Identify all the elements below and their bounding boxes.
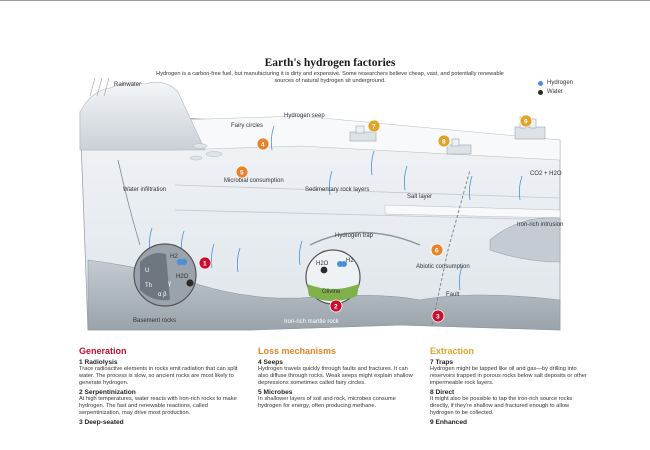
basement-rocks-label: Basement rocks bbox=[133, 318, 176, 324]
drilling-facility-7 bbox=[349, 125, 377, 142]
hydrogen-trap-dome bbox=[309, 231, 421, 246]
badge-3: 3 bbox=[431, 309, 445, 323]
svg-text:6: 6 bbox=[435, 248, 439, 255]
badge-2: 2 bbox=[329, 299, 343, 313]
svg-text:8: 8 bbox=[442, 139, 446, 146]
fairy-circle bbox=[192, 143, 208, 149]
h2-label-1: H2 bbox=[170, 254, 178, 260]
badge-1: 1 bbox=[198, 256, 212, 270]
abiotic-consumption-label: Abiotic consumption bbox=[416, 264, 470, 270]
h2-label-2: H2 bbox=[346, 258, 354, 264]
extraction-section: Extraction 7 Traps Hydrogen might be tap… bbox=[430, 346, 590, 426]
rain-streaks bbox=[89, 77, 110, 97]
enhanced-title: 9 Enhanced bbox=[430, 419, 468, 426]
seeps-title: 4 Seeps bbox=[258, 359, 283, 366]
seeps-text: Hydrogen travels quickly through faults … bbox=[258, 366, 413, 386]
fault-label: Fault bbox=[446, 292, 460, 298]
drilling-facility-8 bbox=[446, 138, 472, 155]
diagram-header: Earth's hydrogen factories Hydrogen is a… bbox=[150, 57, 510, 85]
legend-item-hydrogen: Hydrogen bbox=[538, 80, 573, 86]
co2-h2o-label: CO2 + H2O bbox=[530, 171, 562, 177]
hydrogen-seep-label: Hydrogen seep bbox=[284, 113, 325, 119]
layer-line bbox=[174, 184, 561, 199]
radiolysis-zoom bbox=[133, 243, 197, 307]
badge-7: 7 bbox=[367, 119, 381, 133]
diagram-subtitle: Hydrogen is a carbon-free fuel, but manu… bbox=[156, 71, 504, 84]
gamma-label: γ bbox=[168, 281, 171, 287]
fairy-circles-label: Fairy circles bbox=[231, 123, 263, 129]
salt-layer-label: Salt layer bbox=[407, 194, 432, 200]
badge-5: 5 bbox=[235, 165, 249, 179]
iron-rich-intrusion bbox=[489, 217, 561, 263]
traps-text: Hydrogen might be tapped like oil and ga… bbox=[430, 366, 587, 386]
serpentinization-text: At high temperatures, water reacts with … bbox=[79, 396, 237, 416]
fault-line bbox=[431, 169, 471, 326]
legend: Hydrogen Water bbox=[538, 80, 573, 98]
svg-text:7: 7 bbox=[372, 124, 376, 131]
badge-9: 9 bbox=[519, 114, 533, 128]
svg-text:3: 3 bbox=[436, 314, 440, 321]
fairy-circle bbox=[189, 155, 203, 161]
svg-text:9: 9 bbox=[524, 119, 528, 126]
water-infiltration-label: Water infiltration bbox=[123, 187, 166, 193]
water-infiltration-arrow bbox=[117, 159, 141, 246]
radiolysis-title: 1 Radiolysis bbox=[79, 359, 118, 366]
legend-label-hydrogen: Hydrogen bbox=[547, 80, 574, 86]
direct-title: 8 Direct bbox=[430, 389, 455, 396]
top-divider bbox=[0, 0, 650, 1]
olivine-label: Olivine bbox=[322, 289, 341, 295]
loss-heading: Loss mechanisms bbox=[258, 346, 337, 356]
serpentinization-title: 2 Serpentinization bbox=[79, 389, 136, 396]
deep-seated-title: 3 Deep-seated bbox=[79, 419, 124, 426]
hydrogen-dot-icon bbox=[538, 80, 543, 86]
alpha-beta-label: α β bbox=[158, 292, 167, 298]
badge-4: 4 bbox=[256, 137, 270, 151]
badge-6: 6 bbox=[430, 243, 444, 257]
legend-label-water: Water bbox=[547, 89, 563, 95]
extraction-heading: Extraction bbox=[430, 346, 475, 356]
fairy-circle bbox=[205, 151, 223, 157]
mantle-rock-label: Iron-rich mantle rock bbox=[284, 319, 340, 325]
direct-text: It might also be possible to tap the iro… bbox=[430, 396, 573, 416]
svg-text:1: 1 bbox=[203, 261, 207, 268]
generation-section: Generation 1 Radiolysis Trace radioactiv… bbox=[79, 346, 239, 426]
hydrogen-trap-label: Hydrogen trap bbox=[335, 233, 374, 239]
layer-line bbox=[174, 209, 561, 221]
microbes-title: 5 Microbes bbox=[258, 389, 293, 396]
serpentinization-zoom bbox=[305, 249, 361, 305]
iron-rich-intrusion-label: Iron-rich intrusion bbox=[517, 222, 563, 228]
uranium-label: U bbox=[145, 268, 149, 274]
h2o-label-1: H2O bbox=[176, 274, 189, 280]
generation-heading: Generation bbox=[79, 346, 127, 356]
svg-text:5: 5 bbox=[240, 170, 244, 177]
badge-8: 8 bbox=[437, 134, 451, 148]
radiolysis-text: Trace radioactive elements in rocks emit… bbox=[79, 366, 238, 386]
traps-title: 7 Traps bbox=[430, 359, 454, 366]
svg-text:2: 2 bbox=[334, 304, 338, 311]
water-dot-icon bbox=[538, 89, 543, 95]
mountain bbox=[79, 81, 206, 151]
diagram-title: Earth's hydrogen factories bbox=[264, 57, 396, 69]
loss-section: Loss mechanisms 4 Seeps Hydrogen travels… bbox=[258, 346, 418, 410]
h2o-label-2: H2O bbox=[316, 261, 329, 267]
microbial-consumption-label: Microbial consumption bbox=[224, 178, 284, 184]
sedimentary-label: Sedimentary rock layers bbox=[305, 187, 369, 193]
thorium-label: Th bbox=[145, 283, 152, 289]
rainwater-label: Rainwater bbox=[114, 82, 141, 88]
legend-item-water: Water bbox=[538, 89, 573, 95]
svg-text:4: 4 bbox=[261, 142, 265, 149]
microbes-text: In shallower layers of soil and rock, mi… bbox=[258, 396, 396, 409]
